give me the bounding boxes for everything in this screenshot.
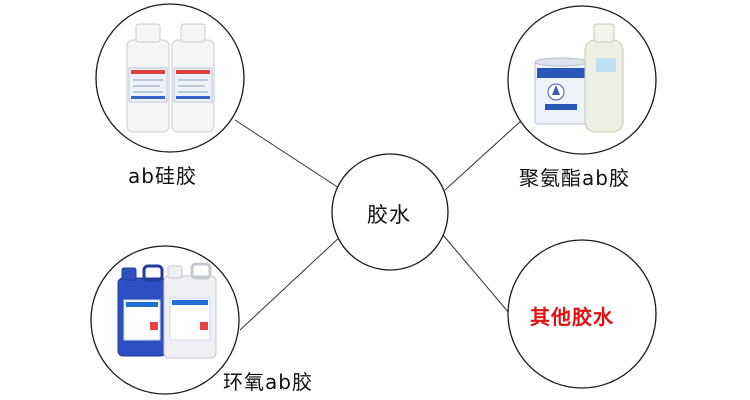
polyurethane-can-image <box>534 23 624 133</box>
epoxy-jugs-image <box>117 262 217 359</box>
node-label-epoxy: 环氧ab胶 <box>223 370 313 394</box>
connector-epoxy <box>239 234 343 331</box>
connector-polyurethane <box>444 119 523 191</box>
connector-other <box>442 234 516 321</box>
center-label: 胶水 <box>367 203 411 227</box>
silicone-bottles-image <box>126 23 215 133</box>
node-label-silicone: ab硅胶 <box>128 164 197 188</box>
silicone-node <box>95 3 245 153</box>
node-label-polyurethane: 聚氨酯ab胶 <box>519 166 630 190</box>
epoxy-node <box>90 245 240 395</box>
other-node <box>507 239 657 389</box>
connector-silicone <box>234 119 343 191</box>
node-label-other: 其他胶水 <box>530 305 614 329</box>
center-node <box>331 153 449 271</box>
polyurethane-node <box>507 5 657 155</box>
